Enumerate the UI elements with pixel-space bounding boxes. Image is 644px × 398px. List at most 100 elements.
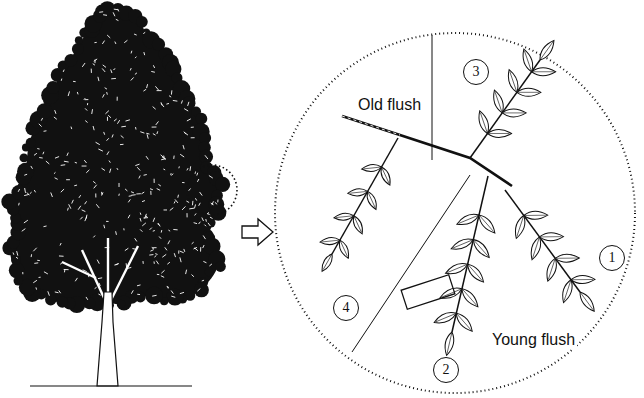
- foliage-texture: [209, 176, 213, 179]
- leaflet-blade: [524, 211, 548, 219]
- leaflet: [560, 279, 575, 304]
- foliage-texture: [80, 217, 82, 220]
- foliage-texture: [55, 178, 58, 180]
- foliage-texture: [96, 204, 99, 208]
- leaflet: [528, 236, 543, 261]
- foliage-texture: [153, 107, 156, 110]
- foliage-texture: [152, 247, 156, 248]
- leaflet: [455, 211, 480, 228]
- foliage-clump: [136, 16, 148, 28]
- leaflet: [337, 239, 352, 260]
- leaflet-blade: [539, 233, 563, 241]
- leaflet-midrib: [340, 241, 347, 256]
- foliage-clump: [210, 205, 226, 221]
- foliage-texture: [82, 63, 85, 67]
- foliage-texture: [102, 68, 105, 72]
- leaflet-midrib: [489, 133, 510, 134]
- callout-circle: 4: [333, 295, 359, 321]
- foliage-texture: [93, 236, 95, 238]
- foliage-texture: [124, 40, 127, 43]
- leaflet: [334, 212, 355, 221]
- leaflet-midrib: [518, 92, 539, 93]
- leaflet: [555, 254, 579, 262]
- foliage-texture: [197, 179, 199, 182]
- foliage-texture: [13, 253, 15, 255]
- leaflet-blade: [577, 290, 598, 314]
- foliage-texture: [125, 189, 127, 191]
- foliage-texture: [70, 127, 72, 130]
- foliage-texture: [116, 19, 119, 20]
- leaflet-blade: [450, 236, 475, 253]
- foliage-texture: [61, 189, 64, 192]
- foliage-texture: [103, 94, 105, 97]
- foliage-texture: [199, 222, 201, 224]
- foliage-texture: [99, 11, 103, 13]
- tree-branch: [111, 246, 138, 300]
- foliage-texture: [168, 230, 170, 231]
- leaflet-blade: [361, 164, 382, 173]
- foliage-texture: [139, 176, 140, 179]
- leaflet: [433, 310, 458, 327]
- foliage-texture: [164, 209, 168, 210]
- foliage-texture: [161, 230, 163, 233]
- foliage-texture: [202, 217, 204, 221]
- leaflet-blade: [455, 211, 480, 228]
- zoom-circle: [187, 165, 237, 215]
- foliage-texture: [131, 77, 134, 80]
- foliage-texture: [82, 210, 86, 212]
- foliage-texture: [79, 195, 81, 198]
- foliage-clump: [17, 163, 34, 180]
- foliage-texture: [125, 120, 129, 121]
- foliage-texture: [210, 217, 213, 219]
- foliage-texture: [113, 68, 115, 70]
- foliage-texture: [106, 92, 108, 95]
- foliage-clump: [166, 288, 183, 305]
- foliage-clump: [196, 113, 208, 125]
- leaflet-midrib: [323, 255, 331, 270]
- leaflet: [544, 257, 559, 282]
- foliage-texture: [98, 277, 102, 279]
- foliage-texture: [161, 276, 164, 278]
- foliage-texture: [192, 201, 194, 206]
- foliage-texture: [24, 194, 29, 195]
- foliage-clump: [26, 138, 36, 148]
- foliage-texture: [173, 229, 177, 230]
- foliage-texture: [170, 208, 174, 211]
- foliage-texture: [120, 144, 124, 145]
- leaflet-midrib: [541, 42, 553, 59]
- leaflet: [364, 190, 379, 211]
- leaflet: [491, 89, 506, 114]
- foliage-texture: [59, 290, 61, 293]
- foliage-texture: [44, 130, 47, 132]
- foliage-texture: [205, 155, 208, 159]
- leaflet: [476, 109, 491, 134]
- foliage-clump: [83, 297, 95, 309]
- foliage-texture: [149, 254, 153, 256]
- foliage-texture: [140, 229, 142, 231]
- foliage-texture: [153, 65, 154, 68]
- foliage-texture: [191, 137, 195, 138]
- leaflet-blade: [502, 109, 526, 117]
- foliage-texture: [202, 280, 204, 282]
- foliage-texture: [205, 219, 207, 222]
- leaflet-blade: [470, 237, 492, 260]
- leaflet-blade: [453, 311, 475, 334]
- leaflet-blade: [491, 89, 506, 114]
- foliage-texture: [34, 262, 38, 264]
- foliage-texture: [151, 71, 155, 73]
- foliage-texture: [117, 120, 119, 124]
- foliage-texture: [112, 134, 113, 137]
- foliage-texture: [177, 195, 179, 198]
- foliage-texture: [72, 200, 74, 204]
- foliage-texture: [61, 79, 63, 81]
- foliage-texture: [140, 213, 142, 215]
- foliage-texture: [31, 254, 33, 257]
- foliage-texture: [93, 126, 94, 130]
- leaflet-blade: [351, 214, 366, 235]
- foliage-texture: [203, 245, 204, 248]
- foliage-texture: [67, 153, 68, 156]
- foliage-texture: [59, 255, 64, 256]
- foliage-texture: [191, 127, 194, 128]
- foliage-texture: [95, 287, 97, 288]
- foliage-texture: [119, 183, 120, 187]
